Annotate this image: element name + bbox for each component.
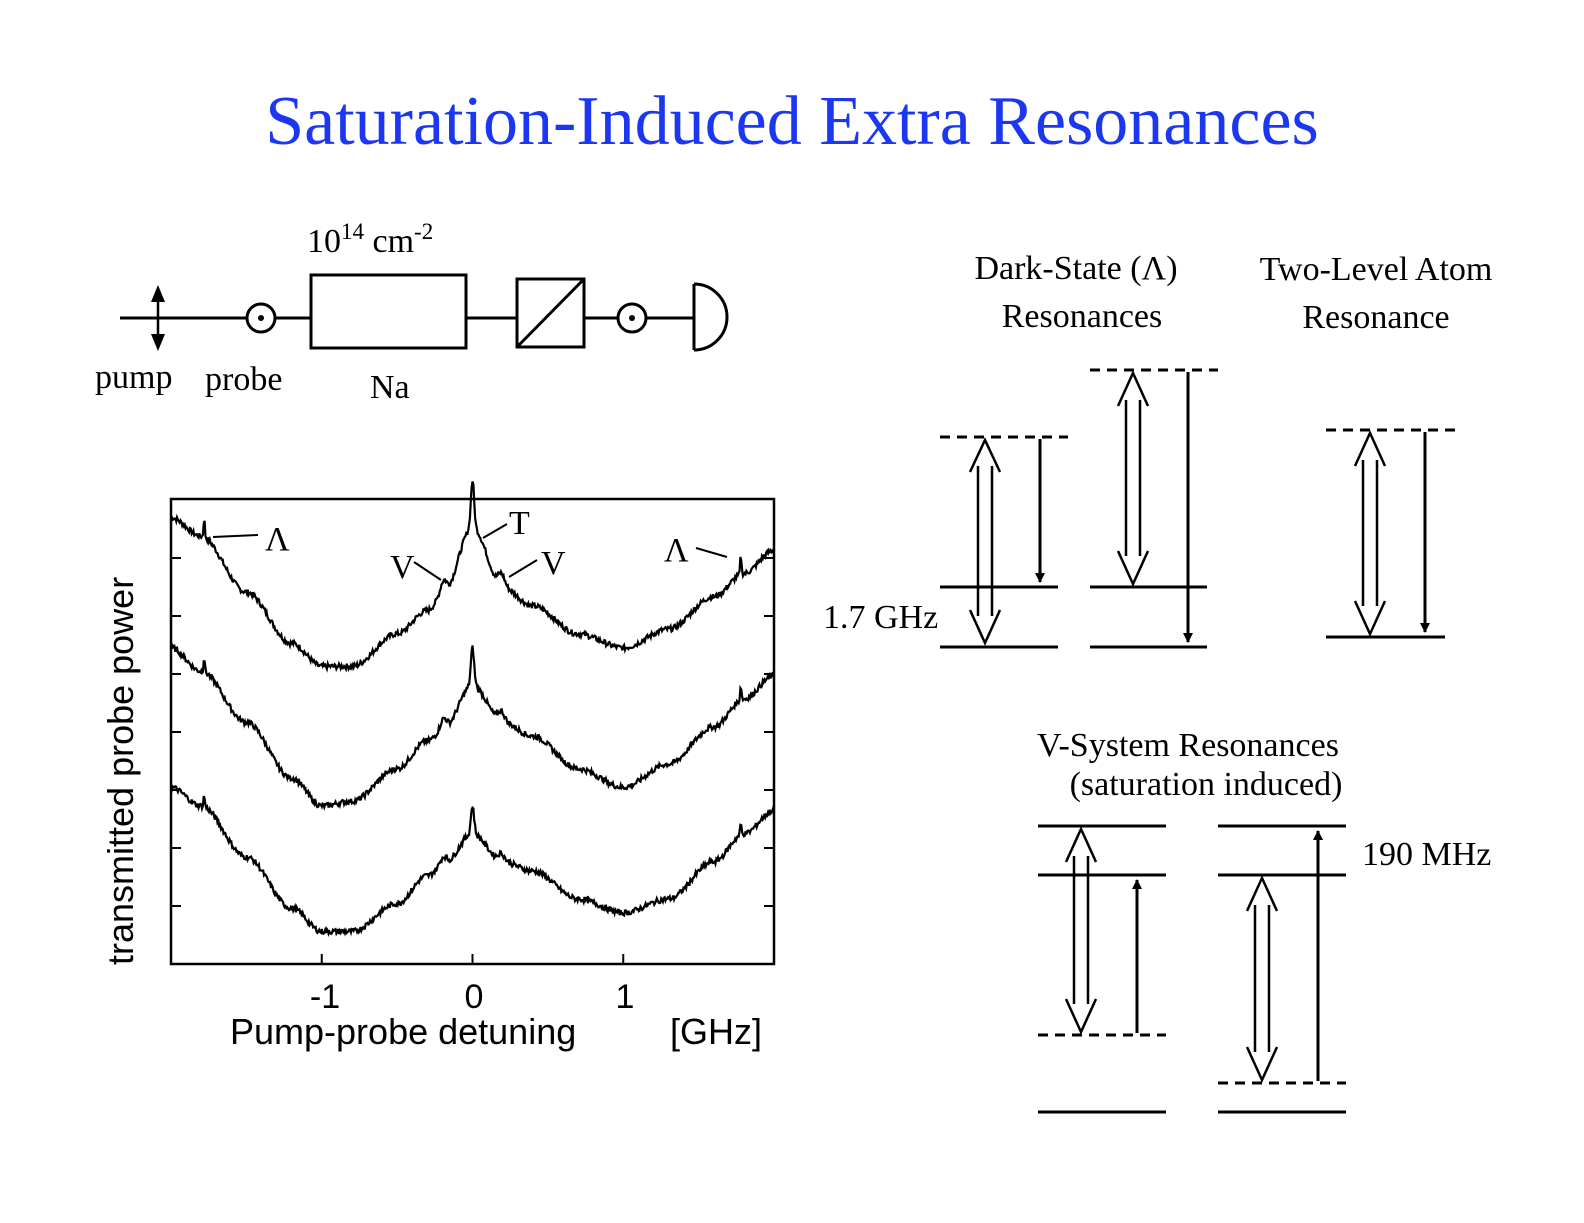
two-level-title-line2: Resonance <box>1302 299 1449 336</box>
output-polarization-icon <box>616 302 648 334</box>
spectrum-curves <box>170 481 775 938</box>
pump-double-arrow <box>1253 905 1271 1052</box>
v-system-diagrams: V-System Resonances (saturation induced)… <box>1037 727 1491 1114</box>
x-axis-unit: [GHz] <box>670 1011 762 1052</box>
lambda-right-label: Λ <box>664 532 689 569</box>
x-tick-label: -1 <box>310 978 340 1016</box>
pump-double-arrow <box>1072 856 1090 1004</box>
pump-double-arrow <box>1361 460 1379 606</box>
spectrum-trace-1 <box>170 481 775 673</box>
v-diagram-2 <box>1218 824 1346 1114</box>
level-diagrams: Dark-State (Λ) Resonances Two-Level Atom… <box>823 250 1493 649</box>
x-tick-label: 1 <box>616 978 635 1016</box>
probe-label: probe <box>205 361 282 398</box>
probe-polarization-icon <box>245 302 277 334</box>
lambda-diagram-1 <box>940 435 1068 649</box>
pump-polarization-icon <box>151 285 165 351</box>
axis-ticks <box>171 557 774 964</box>
v-left-label: V <box>390 549 415 586</box>
pump-double-arrow <box>976 466 994 616</box>
sodium-cell <box>309 273 468 350</box>
polarizer-cube-icon <box>515 277 586 349</box>
spectrum-trace-3 <box>170 784 775 938</box>
x-axis-label: Pump-probe detuning <box>230 1011 576 1052</box>
v-diagram-1 <box>1038 824 1166 1114</box>
spectrum-trace-2 <box>170 642 775 811</box>
pump-double-arrow <box>1124 400 1142 556</box>
v-system-title-line1: V-System Resonances <box>1037 727 1339 764</box>
dark-state-title-line1: Dark-State (Λ) <box>974 250 1177 287</box>
setup-schematic: 1014 cm-2 pump probe Na <box>95 219 729 406</box>
spectrum-chart: -1 0 1 Pump-probe detuning [GHz] transmi… <box>100 481 776 1052</box>
two-level-title-line1: Two-Level Atom <box>1260 251 1493 288</box>
t-label: T <box>509 505 530 542</box>
cell-label: Na <box>370 369 410 406</box>
x-tick-label: 0 <box>465 978 484 1016</box>
lambda-diagram-2 <box>1090 368 1218 649</box>
dark-state-title-line2: Resonances <box>1002 298 1163 335</box>
v-system-title-line2: (saturation induced) <box>1070 766 1343 803</box>
y-axis-label: transmitted probe power <box>100 577 141 965</box>
ground-splitting-label: 1.7 GHz <box>823 599 938 636</box>
excited-splitting-label: 190 MHz <box>1362 836 1491 873</box>
slide-title: Saturation-Induced Extra Resonances <box>265 83 1319 160</box>
two-level-diagram <box>1326 428 1456 639</box>
pump-label: pump <box>95 359 172 396</box>
detector-icon <box>692 282 729 352</box>
lambda-left-label: Λ <box>265 521 290 558</box>
peak-annotations: Λ V T V Λ <box>212 505 728 586</box>
v-right-label: V <box>541 545 566 582</box>
density-label: 1014 cm-2 <box>307 219 433 260</box>
